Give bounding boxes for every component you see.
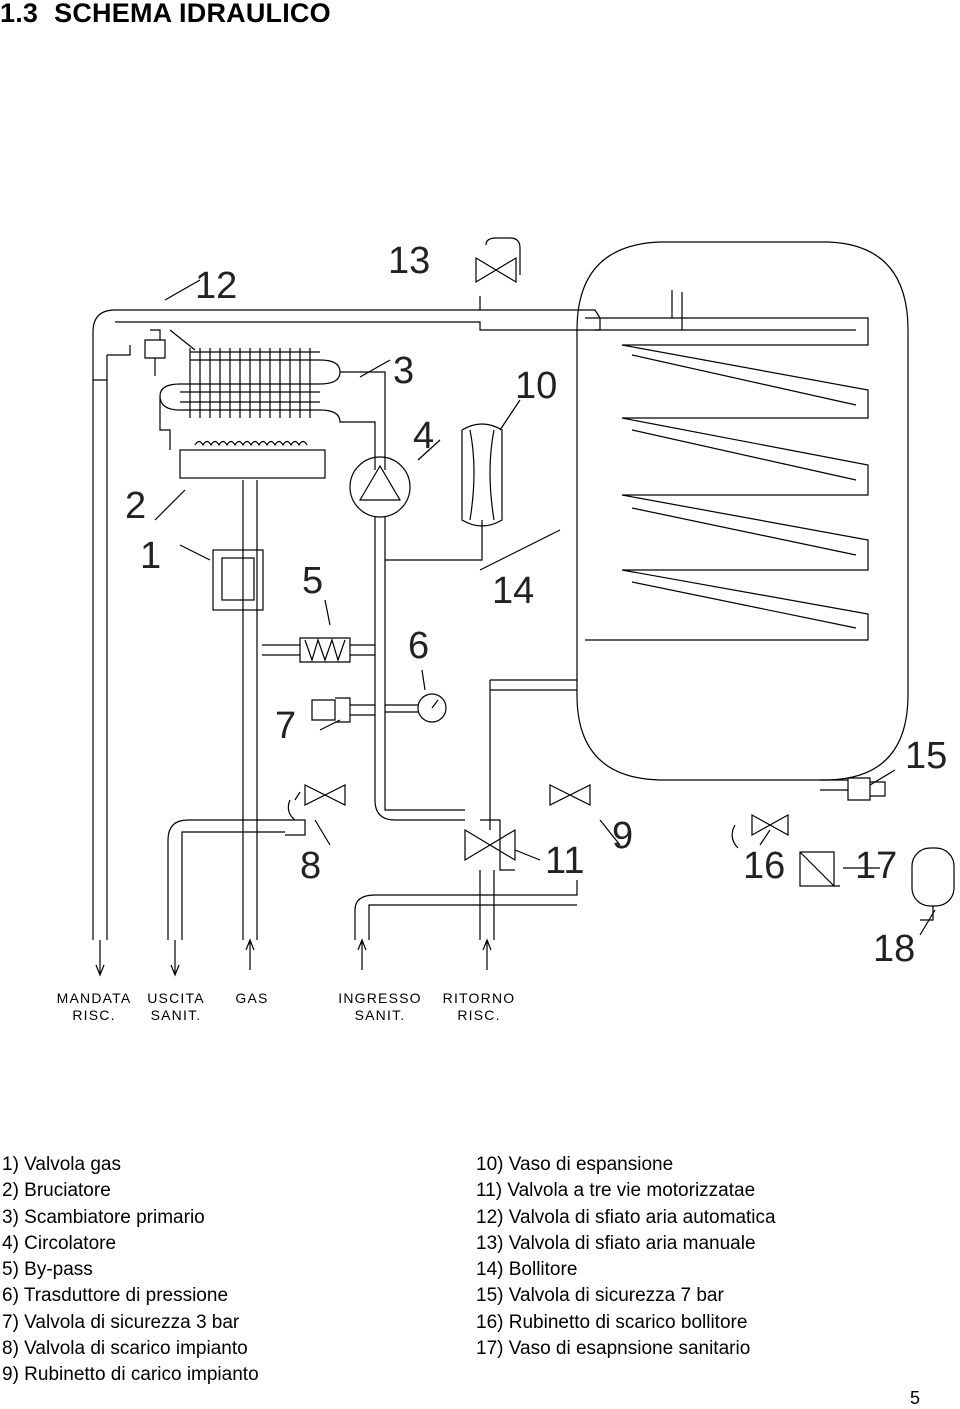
sanitary-vessel <box>911 847 955 907</box>
legend-item: 1) Valvola gas <box>2 1154 121 1175</box>
legend-item: 11) Valvola a tre vie motorizzatae <box>476 1180 756 1202</box>
arrow-ingresso <box>357 938 367 970</box>
burner <box>179 449 326 479</box>
legend-item: 16) Rubinetto di scarico bollitore <box>476 1311 748 1333</box>
legend-item: 13) Valvola di sfiato aria manuale <box>476 1232 756 1254</box>
connection-gas: GAS <box>230 990 274 1007</box>
callout-16: 16 <box>743 845 786 887</box>
connection-label-line2: SANIT. <box>150 1007 202 1023</box>
drain-box <box>799 851 835 887</box>
arrow-uscita <box>170 940 180 977</box>
bypass <box>262 637 375 663</box>
legend-item: 5) By-pass <box>2 1259 93 1281</box>
callout-1: 1 <box>140 535 162 577</box>
callout-12: 12 <box>195 265 238 307</box>
connection-label-line2: RISC. <box>457 1007 501 1023</box>
callout-9: 9 <box>612 815 634 857</box>
pipe-mandata-risc <box>92 296 481 940</box>
section-number: 1.3 <box>0 0 39 28</box>
leader-lines <box>154 279 936 936</box>
tank-inlet-pipe <box>671 290 683 330</box>
callout-8: 8 <box>300 845 322 887</box>
legend-left: 1) Valvola gas 2) Bruciatore 3) Scambiat… <box>2 1152 259 1389</box>
pipe-gas <box>242 480 258 940</box>
legend-item: 4) Circolatore <box>2 1232 117 1254</box>
connection-label-line1: INGRESSO <box>338 990 422 1006</box>
connection-ingresso-sanit: INGRESSO SANIT. <box>330 990 430 1024</box>
callout-5: 5 <box>302 560 324 602</box>
section-heading: SCHEMA IDRAULICO <box>54 0 331 28</box>
page-number: 5 <box>910 1388 921 1408</box>
primary-exchanger <box>159 348 386 470</box>
pressure-gauge <box>417 693 447 723</box>
air-vent-auto <box>144 329 166 376</box>
connection-ritorno-risc: RITORNO RISC. <box>434 990 524 1024</box>
connection-label-line2: RISC. <box>72 1007 116 1023</box>
circulator <box>349 456 411 518</box>
legend-item: 6) Trasduttore di pressione <box>2 1285 229 1307</box>
callout-3: 3 <box>393 350 415 392</box>
circulator-triangle <box>358 464 402 501</box>
callout-15: 15 <box>905 735 948 777</box>
connection-label-line1: RITORNO <box>442 990 516 1006</box>
callout-10: 10 <box>515 365 558 407</box>
connection-label-line1: USCITA <box>147 990 205 1006</box>
safety-valve-3bar <box>311 697 375 723</box>
tank-coil <box>585 317 869 641</box>
legend-item: 9) Rubinetto di carico impianto <box>2 1364 259 1386</box>
pipe-uscita-sanit <box>167 819 306 940</box>
callout-17: 17 <box>855 845 898 887</box>
callout-6: 6 <box>408 625 430 667</box>
gas-valve <box>212 549 264 611</box>
legend-item: 17) Vaso di esapnsione sanitario <box>476 1338 751 1360</box>
air-vent-manual <box>475 237 521 284</box>
drain-valve-boiler <box>731 813 789 849</box>
legend-item: 12) Valvola di sfiato aria automatica <box>476 1206 776 1228</box>
legend-item: 8) Valvola di scarico impianto <box>2 1338 248 1360</box>
callout-7: 7 <box>275 705 297 747</box>
fill-valve <box>304 784 591 806</box>
arrow-gas <box>245 938 255 970</box>
pipe-ingresso <box>354 880 578 940</box>
connection-label-line1: MANDATA <box>56 990 132 1006</box>
arrow-mandata <box>95 940 105 977</box>
safety-valve-7bar <box>820 777 886 801</box>
pipe-ritorno <box>374 620 495 940</box>
legend-item: 2) Bruciatore <box>2 1180 111 1202</box>
legend-item: 3) Scambiatore primario <box>2 1206 205 1228</box>
callout-18: 18 <box>873 928 916 970</box>
legend-item: 15) Valvola di sicurezza 7 bar <box>476 1285 724 1307</box>
callout-4: 4 <box>413 415 435 457</box>
legend-item: 14) Bollitore <box>476 1259 578 1281</box>
callout-2: 2 <box>125 485 147 527</box>
hydraulic-diagram <box>92 237 955 977</box>
connection-uscita-sanit: USCITA SANIT. <box>140 990 212 1024</box>
pipe-top-header <box>115 309 601 331</box>
connection-label-line1: GAS <box>235 990 269 1006</box>
tank-shell <box>576 241 909 781</box>
legend-item: 10) Vaso di espansione <box>476 1154 674 1175</box>
arrow-ritorno <box>482 938 492 970</box>
legend-right: 10) Vaso di espansione 11) Valvola a tre… <box>476 1152 776 1362</box>
legend-item: 7) Valvola di sicurezza 3 bar <box>2 1311 240 1333</box>
callout-13: 13 <box>388 240 431 282</box>
burner-flames <box>194 440 308 447</box>
section-title: 1.3 SCHEMA IDRAULICO <box>0 0 347 29</box>
callout-14: 14 <box>492 570 535 612</box>
connection-mandata-risc: MANDATA RISC. <box>50 990 138 1024</box>
expansion-vessel <box>461 423 503 527</box>
connection-label-line2: SANIT. <box>354 1007 406 1023</box>
callout-11: 11 <box>545 840 585 882</box>
